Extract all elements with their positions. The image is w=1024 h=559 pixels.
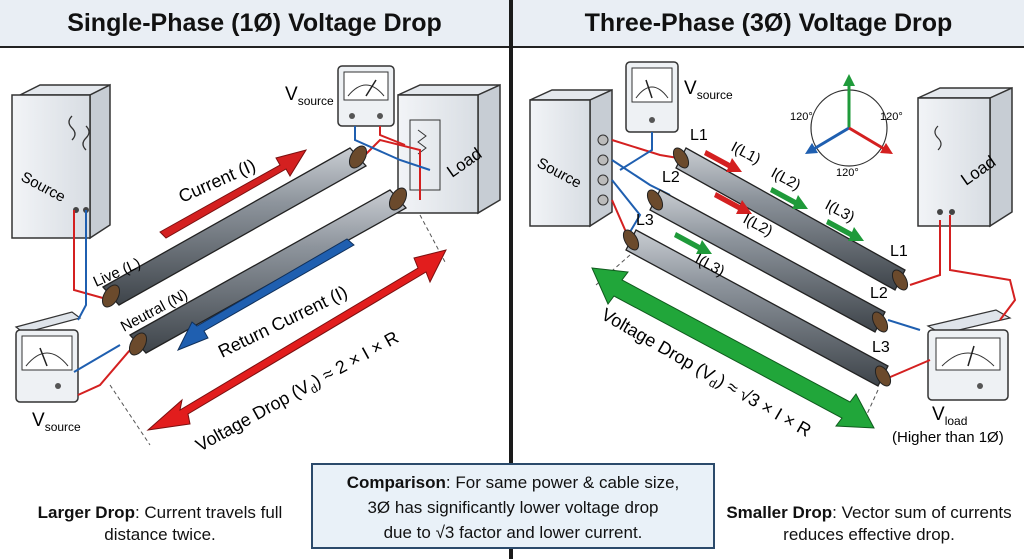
line-label-l3-start: L3: [636, 212, 654, 229]
line-label-l1-end: L1: [890, 243, 908, 260]
single-source-box: [11, 83, 111, 240]
single-load-box: [397, 83, 501, 215]
live-cable: [101, 145, 368, 308]
single-bottom-meter: [14, 311, 82, 403]
angle-label-3: 120°: [836, 167, 859, 179]
line-label-l3-end: L3: [872, 339, 890, 356]
comparison-line-3: due to √3 factor and lower current.: [383, 523, 643, 542]
single-note-text: : Current travels full distance twice.: [104, 503, 283, 544]
three-note-text: : Vector sum of currents reduces effecti…: [783, 503, 1012, 544]
three-voltage-drop-arrow: [591, 267, 875, 429]
comparison-box: Comparison: For same power & cable size,…: [311, 463, 715, 549]
single-voltage-drop-arrow: [146, 249, 447, 431]
single-vsource-top: Vsource: [285, 84, 334, 108]
three-load-meter: [926, 309, 1012, 401]
three-top-meter: [625, 61, 679, 133]
phasor-diagram: [805, 74, 893, 167]
three-note-bold: Smaller Drop: [726, 503, 833, 522]
comparison-line-2: 3Ø has significantly lower voltage drop: [367, 498, 659, 517]
cable-l3: [622, 229, 892, 387]
angle-label-2: 120°: [880, 111, 903, 123]
comparison-line-1: Comparison: For same power & cable size,: [346, 473, 680, 492]
single-vsource-bottom: Vsource: [32, 410, 81, 434]
line-label-l2-end: L2: [870, 285, 888, 302]
three-vload-note: (Higher than 1Ø): [892, 429, 1004, 446]
line-label-l2-start: L2: [662, 169, 680, 186]
three-phase-title: Three-Phase (3Ø) Voltage Drop: [513, 0, 1024, 48]
line-label-l1-start: L1: [690, 127, 708, 144]
single-phase-note: Larger Drop: Current travels full distan…: [10, 502, 310, 546]
panel-divider: [509, 0, 513, 559]
angle-label-1: 120°: [790, 111, 813, 123]
three-vsource: Vsource: [684, 78, 733, 102]
three-load-box: [917, 86, 1013, 228]
single-note-bold: Larger Drop: [37, 503, 135, 522]
neutral-cable: [128, 187, 408, 356]
current-arrow: [159, 149, 308, 239]
cable-l1: [672, 147, 909, 291]
current-label: Current (I): [175, 155, 258, 207]
three-source-box: [529, 88, 613, 228]
single-top-meter: [337, 65, 395, 127]
cable-l2: [646, 189, 889, 333]
single-phase-title: Single-Phase (1Ø) Voltage Drop: [0, 0, 509, 48]
three-vload: Vload: [932, 404, 967, 428]
three-phase-note: Smaller Drop: Vector sum of currents red…: [722, 502, 1016, 546]
return-current-arrow: [176, 238, 355, 351]
